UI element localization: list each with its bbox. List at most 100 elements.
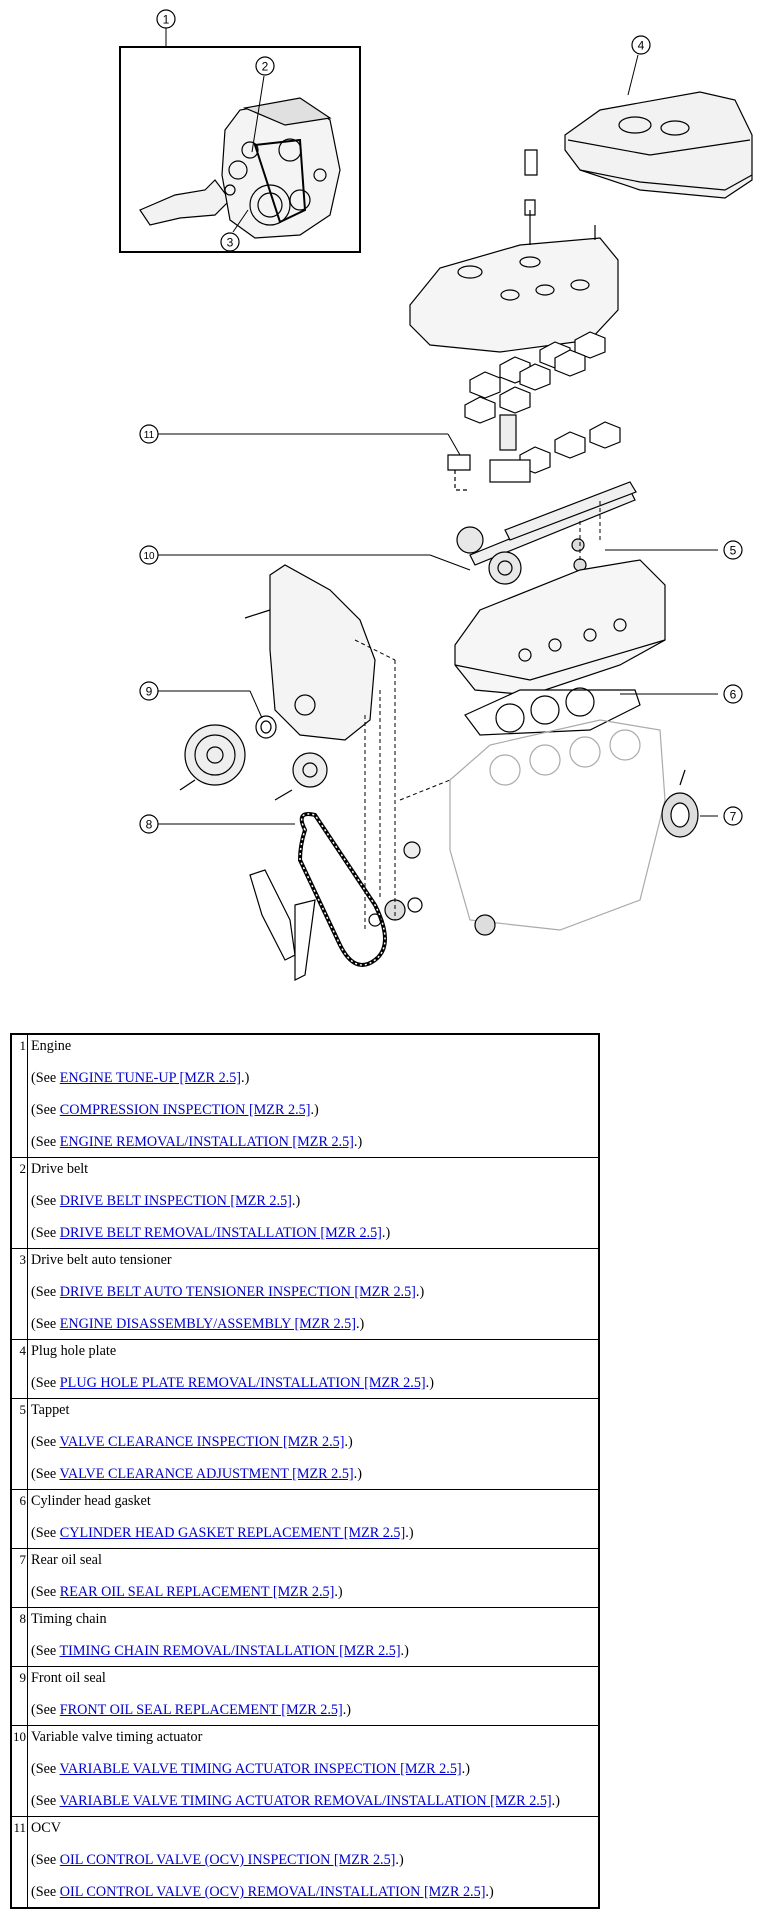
timing-chain-illustration: [249, 812, 387, 981]
reference-link[interactable]: VARIABLE VALVE TIMING ACTUATOR INSPECTIO…: [59, 1761, 462, 1777]
callout-8: 8: [139, 814, 159, 834]
callout-3-label: 3: [227, 236, 234, 250]
reference-prefix: (See: [31, 1793, 60, 1809]
reference-prefix: (See: [31, 1525, 60, 1541]
part-number: 2: [10, 1157, 28, 1249]
reference-prefix: (See: [31, 1225, 60, 1241]
reference-suffix: .): [425, 1375, 434, 1391]
reference-link[interactable]: OIL CONTROL VALVE (OCV) REMOVAL/INSTALLA…: [59, 1884, 486, 1900]
front-oil-seal-illustration: [255, 715, 277, 739]
part-number: 4: [10, 1339, 28, 1399]
engine-assembly-illustration: [119, 46, 361, 253]
reference-link[interactable]: COMPRESSION INSPECTION [MZR 2.5]: [59, 1102, 311, 1118]
plug-hole-plate-illustration: [564, 91, 753, 199]
part-number: 5: [10, 1398, 28, 1490]
reference-prefix: (See: [31, 1316, 60, 1332]
reference-suffix: .): [400, 1643, 409, 1659]
reference-suffix: .): [344, 1434, 353, 1450]
crankshaft-pulley-illustration: [179, 724, 328, 801]
reference-prefix: (See: [31, 1852, 60, 1868]
cylinder-head-illustration: [454, 559, 666, 696]
reference-link[interactable]: PLUG HOLE PLATE REMOVAL/INSTALLATION [MZ…: [59, 1375, 426, 1391]
callout-9: 9: [139, 681, 159, 701]
reference-link[interactable]: ENGINE TUNE-UP [MZR 2.5]: [59, 1070, 242, 1086]
reference-prefix: (See: [31, 1102, 60, 1118]
part-number: 11: [10, 1816, 28, 1909]
reference-link[interactable]: VARIABLE VALVE TIMING ACTUATOR REMOVAL/I…: [59, 1793, 552, 1809]
reference-line: (See VALVE CLEARANCE ADJUSTMENT [MZR 2.5…: [31, 1465, 596, 1483]
reference-link[interactable]: ENGINE REMOVAL/INSTALLATION [MZR 2.5]: [59, 1134, 354, 1150]
callout-6: 6: [723, 684, 743, 704]
reference-suffix: .): [485, 1884, 494, 1900]
part-description: Timing chain(See TIMING CHAIN REMOVAL/IN…: [27, 1607, 600, 1667]
reference-link[interactable]: CYLINDER HEAD GASKET REPLACEMENT [MZR 2.…: [59, 1525, 406, 1541]
assembly-guide-lines: [354, 500, 601, 930]
part-name: Variable valve timing actuator: [31, 1729, 203, 1745]
reference-line: (See OIL CONTROL VALVE (OCV) REMOVAL/INS…: [31, 1883, 596, 1901]
reference-suffix: .): [405, 1525, 414, 1541]
callout-3: 3: [220, 232, 240, 252]
part-name: Rear oil seal: [31, 1552, 102, 1568]
part-description: Engine(See ENGINE TUNE-UP [MZR 2.5].)(Se…: [27, 1033, 600, 1158]
reference-suffix: .): [395, 1852, 404, 1868]
callout-11-label: 11: [144, 430, 155, 441]
part-name: Drive belt: [31, 1161, 89, 1177]
part-name: Plug hole plate: [31, 1343, 117, 1359]
reference-link[interactable]: OIL CONTROL VALVE (OCV) INSPECTION [MZR …: [59, 1852, 396, 1868]
reference-link[interactable]: DRIVE BELT REMOVAL/INSTALLATION [MZR 2.5…: [59, 1225, 382, 1241]
rear-oil-seal-illustration: [661, 769, 699, 838]
reference-link[interactable]: REAR OIL SEAL REPLACEMENT [MZR 2.5]: [59, 1584, 335, 1600]
reference-line: (See DRIVE BELT AUTO TENSIONER INSPECTIO…: [31, 1283, 596, 1301]
reference-line: (See OIL CONTROL VALVE (OCV) INSPECTION …: [31, 1851, 596, 1869]
reference-prefix: (See: [31, 1466, 60, 1482]
reference-link[interactable]: VALVE CLEARANCE ADJUSTMENT [MZR 2.5]: [59, 1466, 354, 1482]
part-number: 6: [10, 1489, 28, 1549]
part-description: Rear oil seal(See REAR OIL SEAL REPLACEM…: [27, 1548, 600, 1608]
reference-suffix: .): [241, 1070, 250, 1086]
reference-line: (See TIMING CHAIN REMOVAL/INSTALLATION […: [31, 1642, 596, 1660]
callout-11: 11: [139, 424, 159, 444]
reference-suffix: .): [291, 1193, 301, 1209]
reference-prefix: (See: [31, 1070, 60, 1086]
reference-line: (See VARIABLE VALVE TIMING ACTUATOR REMO…: [31, 1792, 596, 1810]
reference-prefix: (See: [31, 1761, 60, 1777]
callout-5: 5: [723, 540, 743, 560]
callout-leader-lines: [158, 28, 718, 825]
part-description: Drive belt auto tensioner(See DRIVE BELT…: [27, 1248, 600, 1340]
callout-6-label: 6: [730, 688, 737, 702]
cylinder-head-cover-illustration: [409, 149, 619, 353]
reference-link[interactable]: VALVE CLEARANCE INSPECTION [MZR 2.5]: [59, 1434, 345, 1450]
reference-link[interactable]: DRIVE BELT INSPECTION [MZR 2.5]: [59, 1193, 292, 1209]
reference-line: (See ENGINE REMOVAL/INSTALLATION [MZR 2.…: [31, 1133, 596, 1151]
reference-suffix: .): [355, 1316, 365, 1332]
reference-link[interactable]: DRIVE BELT AUTO TENSIONER INSPECTION [MZ…: [59, 1284, 416, 1300]
part-description: Cylinder head gasket(See CYLINDER HEAD G…: [27, 1489, 600, 1549]
part-description: Plug hole plate(See PLUG HOLE PLATE REMO…: [27, 1339, 600, 1399]
reference-link[interactable]: TIMING CHAIN REMOVAL/INSTALLATION [MZR 2…: [59, 1643, 401, 1659]
part-number: 10: [10, 1725, 28, 1817]
part-description: Tappet(See VALVE CLEARANCE INSPECTION [M…: [27, 1398, 600, 1490]
part-number: 9: [10, 1666, 28, 1726]
reference-line: (See COMPRESSION INSPECTION [MZR 2.5].): [31, 1101, 596, 1119]
callout-4-label: 4: [638, 39, 645, 53]
reference-suffix: .): [353, 1134, 363, 1150]
part-name: Front oil seal: [31, 1670, 106, 1686]
reference-link[interactable]: FRONT OIL SEAL REPLACEMENT [MZR 2.5]: [59, 1702, 343, 1718]
callout-9-label: 9: [146, 685, 153, 699]
callout-10-label: 10: [143, 551, 155, 562]
sprockets-illustration: [368, 841, 496, 936]
part-number: 1: [10, 1033, 28, 1158]
ocv-illustration: [447, 414, 531, 491]
callout-7-label: 7: [730, 810, 737, 824]
part-number: 3: [10, 1248, 28, 1340]
reference-prefix: (See: [31, 1193, 60, 1209]
reference-suffix: .): [334, 1584, 343, 1600]
reference-link[interactable]: ENGINE DISASSEMBLY/ASSEMBLY [MZR 2.5]: [59, 1316, 356, 1332]
